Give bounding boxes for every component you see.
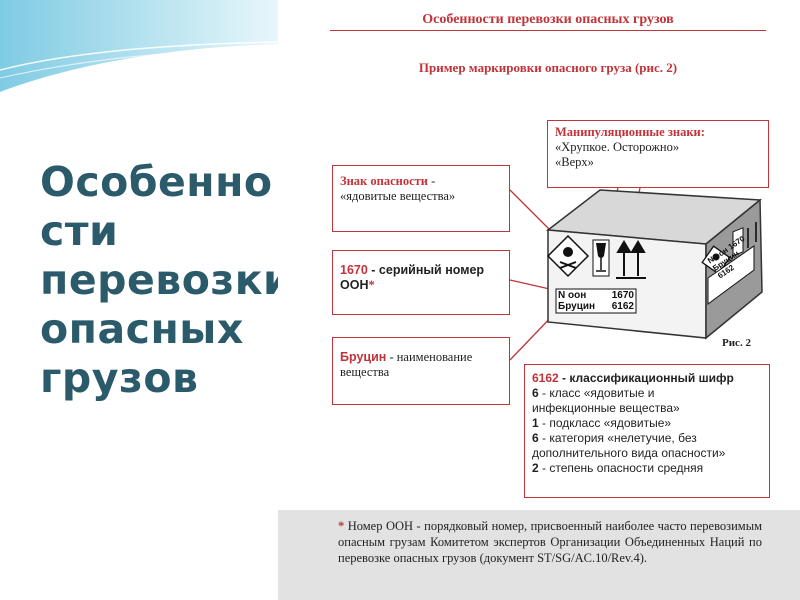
footnote-body: Номер ООН - порядковый номер, присвоенны… bbox=[338, 519, 762, 565]
class-item-4: 2 - степень опасности средняя bbox=[532, 461, 704, 475]
handling-title: Манипуляционные знаки: bbox=[555, 125, 705, 139]
callout-substance-name: Бруцин - наименование вещества bbox=[332, 337, 510, 405]
class-code: 6162 bbox=[532, 371, 559, 385]
side-label-frame bbox=[707, 245, 755, 305]
hazard-description: «ядовитые вещества» bbox=[340, 189, 456, 203]
handling-line-2: «Верх» bbox=[555, 155, 594, 169]
slide-title: Особенно сти перевозки опасных грузов bbox=[40, 158, 293, 402]
class-item-3: 6 - категория «нелетучие, без bbox=[532, 431, 697, 445]
heading-rule bbox=[330, 30, 766, 31]
substance-text: - наименование bbox=[386, 350, 473, 364]
un-text: - серийный номер bbox=[367, 263, 485, 277]
label-substance: Бруцин bbox=[558, 301, 596, 312]
un-code: 1670 bbox=[340, 263, 368, 277]
class-item-2: 1 - подкласс «ядовитые» bbox=[532, 416, 672, 430]
box-label: N оон 1670 Бруцин 6162 bbox=[558, 290, 634, 312]
class-item-1-cont: инфекционные вещества» bbox=[532, 401, 680, 415]
hazard-title: Знак опасности bbox=[340, 174, 428, 188]
figure-caption: Рис. 2 bbox=[722, 337, 751, 349]
toxic-hazard-icon bbox=[546, 234, 590, 278]
hazard-dash: - bbox=[427, 174, 436, 188]
footnote-star: * bbox=[338, 519, 345, 533]
document-subheading: Пример маркировки опасного груза (рис. 2… bbox=[418, 60, 678, 75]
un-text-2: ООН bbox=[340, 278, 369, 292]
substance-code: Бруцин bbox=[340, 350, 387, 364]
class-title: - классификационный шифр bbox=[558, 371, 734, 385]
box-label-frame bbox=[555, 288, 637, 314]
class-item-3-cont: дополнительного вида опасности» bbox=[532, 446, 726, 460]
handling-line-1: «Хрупкое. Осторожно» bbox=[555, 140, 680, 154]
side-fragile-icon bbox=[732, 227, 744, 257]
callout-classification-code: 6162 - классификационный шифр 6 - класс … bbox=[524, 364, 770, 498]
label-code: 6162 bbox=[611, 301, 634, 312]
side-up-arrows-icon bbox=[747, 222, 757, 248]
substance-text-2: вещества bbox=[340, 365, 390, 379]
decorative-swoosh bbox=[0, 0, 280, 92]
callout-handling-signs: Манипуляционные знаки: «Хрупкое. Осторож… bbox=[547, 120, 769, 188]
footnote-panel bbox=[278, 510, 800, 600]
this-way-up-icon bbox=[616, 240, 646, 279]
fragile-glass-icon bbox=[592, 239, 610, 277]
class-item-1: 6 - класс «ядовитые и bbox=[532, 386, 655, 400]
label-un-number: 1670 bbox=[611, 290, 634, 301]
footnote-text: * Номер ООН - порядковый номер, присвоен… bbox=[338, 518, 762, 566]
label-un-prefix: N оон bbox=[558, 290, 587, 301]
callout-hazard-sign: Знак опасности - «ядовитые вещества» bbox=[332, 165, 510, 232]
un-star: * bbox=[368, 278, 375, 292]
document-heading: Особенности перевозки опасных грузов bbox=[422, 12, 674, 27]
callout-un-number: 1670 - серийный номер ООН* bbox=[332, 250, 510, 315]
